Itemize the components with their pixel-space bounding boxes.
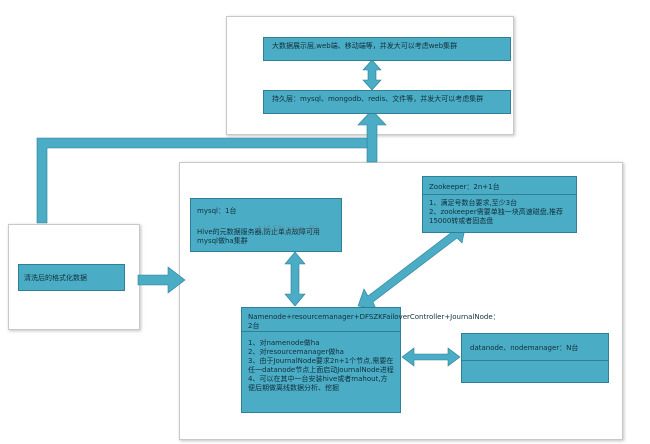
double-arrow-presentation-persistence — [362, 59, 382, 91]
mysql-box: mysql：1台 Hive的元数据服务器,防止单点故障可用mysql做ha集群 — [190, 198, 342, 252]
zookeeper-notes: 1、满足号数台要求,至少3台 2、zookeeper需要单独一块高速磁盘,推荐1… — [429, 199, 570, 226]
up-arrow-cluster-to-presentation — [357, 109, 387, 163]
right-arrow-data-into-cluster — [137, 266, 186, 294]
zookeeper-title: Zookeeper：2n+1台 — [429, 183, 500, 191]
namenode-note: 3、由于JournalNode要求2n+1个节点,需要在任一datanode节点… — [248, 357, 394, 374]
zookeeper-note: 2、zookeeper需要单独一块高速磁盘,推荐15000转或者固态盘 — [429, 208, 563, 225]
namenode-box: Namenode+resourcemanager+DFSZKFailoverCo… — [241, 307, 500, 413]
zookeeper-box: Zookeeper：2n+1台 1、满足号数台要求,至少3台 2、zookeep… — [422, 176, 577, 233]
namenode-notes: 1、对namenode做ha 2、对resourcemanager做ha 3、由… — [248, 339, 394, 393]
mysql-description: Hive的元数据服务器,防止单点故障可用mysql做ha集群 — [197, 228, 320, 245]
double-arrow-namenode-datanode — [401, 347, 461, 367]
watermark-text: t/AShang_Bi — [258, 224, 319, 235]
double-arrow-namenode-zookeeper — [357, 223, 467, 310]
elbow-connector — [36, 137, 368, 224]
presentation-layer-box: 大数据展示层,web端、移动端等，并发大可以考虑web集群 — [263, 37, 511, 61]
namenode-note: 2、对resourcemanager做ha — [248, 348, 344, 356]
mysql-title: mysql：1台 — [197, 207, 237, 215]
datanode-box: datanode、nodemanager：N台 — [461, 333, 609, 383]
zookeeper-box-base — [422, 232, 577, 233]
double-arrow-mysql-namenode — [284, 251, 306, 307]
namenode-title-divider — [241, 331, 401, 332]
zookeeper-note: 1、满足号数台要求,至少3台 — [429, 199, 518, 207]
presentation-layer-label: 大数据展示层,web端、移动端等，并发大可以考虑web集群 — [272, 42, 458, 50]
persistence-layer-box: 持久层：mysql、mongodb、redis、文件等，并发大可以考虑集群 — [263, 90, 511, 114]
datanode-title-divider — [461, 360, 609, 361]
persistence-layer-label: 持久层：mysql、mongodb、redis、文件等，并发大可以考虑集群 — [272, 95, 484, 103]
namenode-note: 4、可以在其中一台安装hive或者mahout,方便后期做离线数据分析、挖掘 — [248, 375, 388, 392]
datanode-title: datanode、nodemanager：N台 — [470, 344, 579, 352]
zookeeper-title-divider — [422, 194, 577, 195]
cleaned-data-box: 清洗后的格式化数据 — [18, 264, 125, 291]
namenode-note: 1、对namenode做ha — [248, 339, 320, 347]
namenode-title: Namenode+resourcemanager+DFSZKFailoverCo… — [248, 313, 500, 330]
cleaned-data-label: 清洗后的格式化数据 — [24, 274, 87, 282]
